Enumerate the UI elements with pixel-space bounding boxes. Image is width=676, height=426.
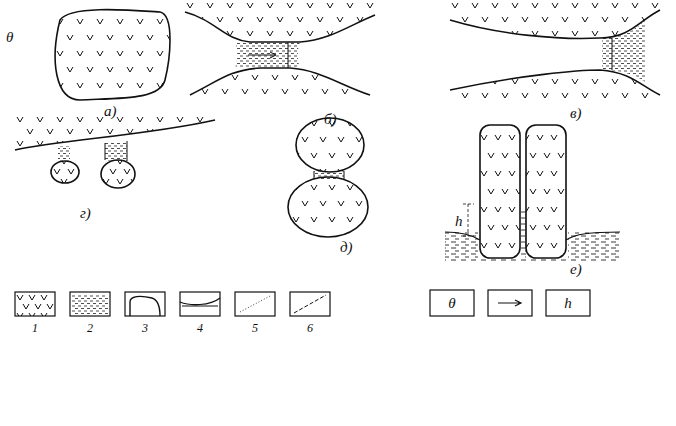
symbol-label: θ bbox=[448, 296, 455, 311]
figure-letter: в) bbox=[570, 106, 582, 121]
figure-letter: г) bbox=[80, 206, 91, 221]
symbol-label: θ bbox=[6, 30, 13, 45]
rock-texture bbox=[17, 117, 213, 146]
legend-number: 3 bbox=[142, 322, 148, 334]
legend-number: 4 bbox=[197, 322, 203, 334]
figure-letter: б) bbox=[324, 112, 337, 127]
legend-number: 2 bbox=[87, 322, 93, 334]
rock-texture bbox=[187, 3, 373, 36]
symbol-label: h bbox=[455, 214, 463, 229]
rock-texture bbox=[192, 75, 368, 94]
rock-texture bbox=[17, 295, 53, 316]
legend-number: 6 bbox=[307, 322, 313, 334]
legend-number: 5 bbox=[252, 322, 258, 334]
rock-texture bbox=[57, 19, 173, 88]
figure-letter: е) bbox=[570, 262, 582, 277]
figure-letter: д) bbox=[340, 240, 353, 255]
rock-texture bbox=[47, 159, 137, 184]
figure-letter: а) bbox=[104, 104, 117, 119]
rock-texture bbox=[452, 79, 658, 98]
symbol-label: h bbox=[564, 296, 572, 311]
legend-number: 1 bbox=[32, 322, 38, 334]
